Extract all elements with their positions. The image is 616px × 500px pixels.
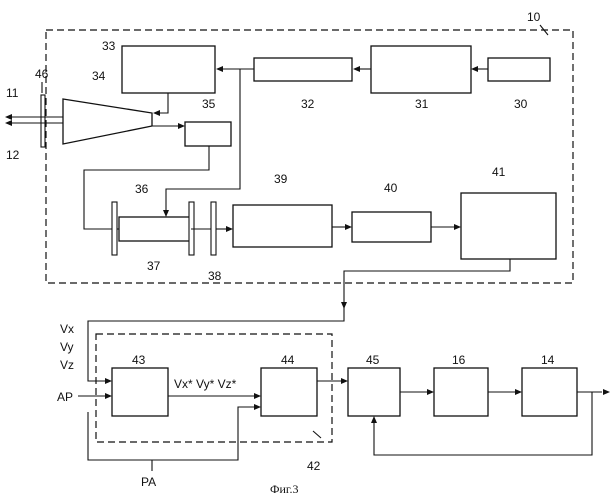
signal-vz: Vz	[60, 358, 74, 372]
label-32: 32	[301, 97, 315, 111]
block-43	[112, 368, 168, 416]
label-44: 44	[281, 353, 295, 367]
label-36: 36	[135, 182, 149, 196]
plate-37-left	[112, 202, 117, 255]
signal-pa: PA	[141, 475, 156, 489]
label-40: 40	[384, 181, 398, 195]
label-35: 35	[202, 97, 216, 111]
block-36	[119, 217, 191, 241]
label-30: 30	[514, 97, 528, 111]
label-31: 31	[415, 97, 429, 111]
label-12: 12	[6, 148, 20, 162]
label-41: 41	[492, 165, 506, 179]
label-33: 33	[102, 39, 116, 53]
label-38: 38	[208, 269, 222, 283]
figure-caption: Фиг.3	[270, 482, 298, 496]
block-14	[522, 368, 577, 416]
block-40	[352, 212, 431, 242]
block-44	[261, 368, 317, 416]
block-33	[122, 46, 215, 93]
label-11: 11	[6, 86, 19, 100]
label-43: 43	[132, 353, 146, 367]
block-16	[434, 368, 488, 416]
plate-46	[41, 95, 45, 147]
block-31	[371, 46, 471, 93]
block-45	[348, 368, 400, 416]
label-14: 14	[541, 353, 555, 367]
label-39: 39	[274, 172, 288, 186]
label-34: 34	[92, 69, 106, 83]
signal-ap: AP	[57, 390, 73, 404]
label-45: 45	[366, 353, 380, 367]
block-32	[254, 58, 352, 81]
label-37: 37	[147, 259, 161, 273]
label-16: 16	[452, 353, 466, 367]
block-34	[63, 99, 152, 144]
signal-vstar: Vx* Vy* Vz*	[174, 377, 237, 391]
signal-vx: Vx	[60, 322, 74, 336]
block-41	[461, 193, 556, 259]
block-39	[233, 205, 332, 247]
block-35	[185, 122, 231, 146]
signal-vy: Vy	[60, 340, 74, 354]
block-30	[488, 58, 550, 81]
label-46: 46	[35, 67, 49, 81]
plate-38	[211, 202, 216, 255]
label-42: 42	[307, 459, 321, 473]
label-10: 10	[527, 10, 541, 24]
